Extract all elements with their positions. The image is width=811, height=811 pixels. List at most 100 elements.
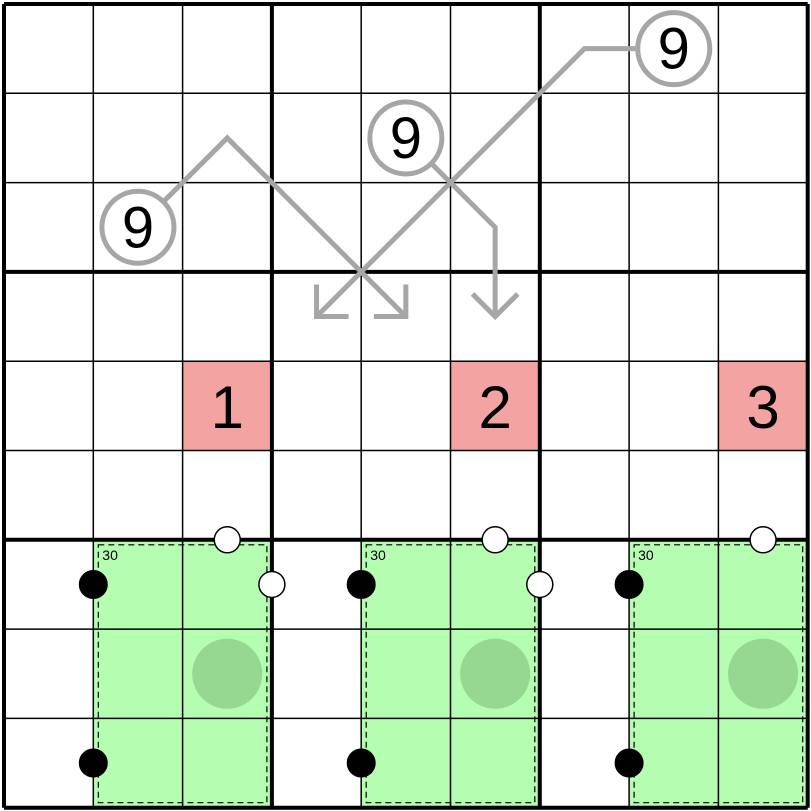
sudoku-cell[interactable] <box>4 4 93 93</box>
sudoku-cell[interactable] <box>272 4 361 93</box>
sudoku-cell[interactable] <box>4 540 93 629</box>
sudoku-cell[interactable] <box>540 4 629 93</box>
sudoku-cell[interactable] <box>272 718 361 807</box>
sudoku-cell[interactable] <box>4 93 93 182</box>
given-digit: 2 <box>478 374 511 441</box>
sudoku-cell[interactable] <box>93 4 182 93</box>
sudoku-cell[interactable] <box>4 718 93 807</box>
white-dot <box>258 570 286 599</box>
sudoku-cell[interactable] <box>540 361 629 450</box>
sudoku-cell[interactable] <box>183 93 272 182</box>
sudoku-cell[interactable] <box>93 540 182 629</box>
sudoku-cell[interactable] <box>272 629 361 718</box>
arrow-clue: 9 <box>99 134 409 320</box>
sudoku-cell[interactable] <box>629 540 718 629</box>
sudoku-cell[interactable] <box>629 4 718 93</box>
sudoku-cell[interactable] <box>718 361 807 450</box>
sudoku-cell[interactable] <box>183 718 272 807</box>
sudoku-cell[interactable] <box>629 629 718 718</box>
sudoku-cell[interactable] <box>451 93 540 182</box>
sudoku-cell[interactable] <box>540 540 629 629</box>
sudoku-cell[interactable] <box>718 4 807 93</box>
sudoku-cell[interactable] <box>4 451 93 540</box>
sudoku-cell[interactable] <box>361 4 450 93</box>
cage-circle-marker <box>728 638 799 709</box>
sudoku-cell[interactable] <box>451 540 540 629</box>
sudoku-cell[interactable] <box>4 272 93 361</box>
sudoku-cell[interactable] <box>93 629 182 718</box>
sudoku-cell[interactable] <box>272 183 361 272</box>
sudoku-cell[interactable] <box>272 540 361 629</box>
sudoku-cell[interactable] <box>183 183 272 272</box>
cage-circles <box>192 638 799 709</box>
sudoku-cell[interactable] <box>93 361 182 450</box>
sudoku-cell[interactable] <box>540 718 629 807</box>
sudoku-cell[interactable] <box>93 272 182 361</box>
sudoku-cell[interactable] <box>718 272 807 361</box>
sudoku-cell[interactable] <box>451 272 540 361</box>
black-dot <box>614 748 644 778</box>
arrow-circle-value: 9 <box>122 195 154 260</box>
sudoku-cell[interactable] <box>361 718 450 807</box>
sudoku-cell[interactable] <box>361 272 450 361</box>
sudoku-cell[interactable] <box>183 361 272 450</box>
sudoku-cell[interactable] <box>93 718 182 807</box>
sudoku-cell[interactable] <box>361 629 450 718</box>
cage-border <box>97 544 268 804</box>
sudoku-cell[interactable] <box>629 93 718 182</box>
sudoku-cell[interactable] <box>183 451 272 540</box>
sudoku-cell[interactable] <box>4 361 93 450</box>
arrow-circle-value: 9 <box>658 17 690 82</box>
black-dot <box>78 748 108 778</box>
sudoku-cell[interactable] <box>361 183 450 272</box>
sudoku-cell[interactable] <box>718 183 807 272</box>
sudoku-cell[interactable] <box>183 540 272 629</box>
highlighted-cell <box>718 361 808 451</box>
sudoku-cell[interactable] <box>451 183 540 272</box>
sudoku-cell[interactable] <box>451 4 540 93</box>
sudoku-cell[interactable] <box>540 451 629 540</box>
sudoku-cell[interactable] <box>540 183 629 272</box>
cage-border <box>633 544 804 804</box>
sudoku-cell[interactable] <box>361 540 450 629</box>
sudoku-cell[interactable] <box>718 451 807 540</box>
sudoku-cell[interactable] <box>4 183 93 272</box>
white-dot <box>749 526 777 554</box>
sudoku-cell[interactable] <box>183 272 272 361</box>
sudoku-cell[interactable] <box>718 629 807 718</box>
sudoku-cell[interactable] <box>629 451 718 540</box>
sudoku-cell[interactable] <box>451 361 540 450</box>
sudoku-cell[interactable] <box>540 629 629 718</box>
sudoku-cell[interactable] <box>183 629 272 718</box>
sudoku-cell[interactable] <box>540 272 629 361</box>
sudoku-cell[interactable] <box>629 718 718 807</box>
sudoku-cell[interactable] <box>183 4 272 93</box>
sudoku-cell[interactable] <box>361 93 450 182</box>
sudoku-cell[interactable] <box>718 540 807 629</box>
sudoku-cell[interactable] <box>629 361 718 450</box>
sudoku-cell[interactable] <box>93 93 182 182</box>
arrow-circle <box>635 10 713 88</box>
sudoku-cell[interactable] <box>451 629 540 718</box>
sudoku-cell[interactable] <box>272 93 361 182</box>
sudoku-cell[interactable] <box>361 451 450 540</box>
sudoku-cell[interactable] <box>451 451 540 540</box>
sudoku-cell[interactable] <box>272 451 361 540</box>
kropki-dots <box>78 526 777 778</box>
sudoku-cell[interactable] <box>93 451 182 540</box>
sudoku-cell[interactable] <box>272 361 361 450</box>
sudoku-cell[interactable] <box>629 272 718 361</box>
sudoku-cell[interactable] <box>361 361 450 450</box>
white-dot <box>481 526 509 554</box>
sudoku-cell[interactable] <box>4 629 93 718</box>
cells[interactable] <box>4 4 808 808</box>
sudoku-cell[interactable] <box>451 718 540 807</box>
sudoku-cell[interactable] <box>540 93 629 182</box>
sudoku-cell[interactable] <box>93 183 182 272</box>
sudoku-cell[interactable] <box>629 183 718 272</box>
sudoku-cell[interactable] <box>718 93 807 182</box>
sudoku-cell[interactable] <box>718 718 807 807</box>
sudoku-cell[interactable] <box>272 272 361 361</box>
arrow-line <box>314 46 638 319</box>
